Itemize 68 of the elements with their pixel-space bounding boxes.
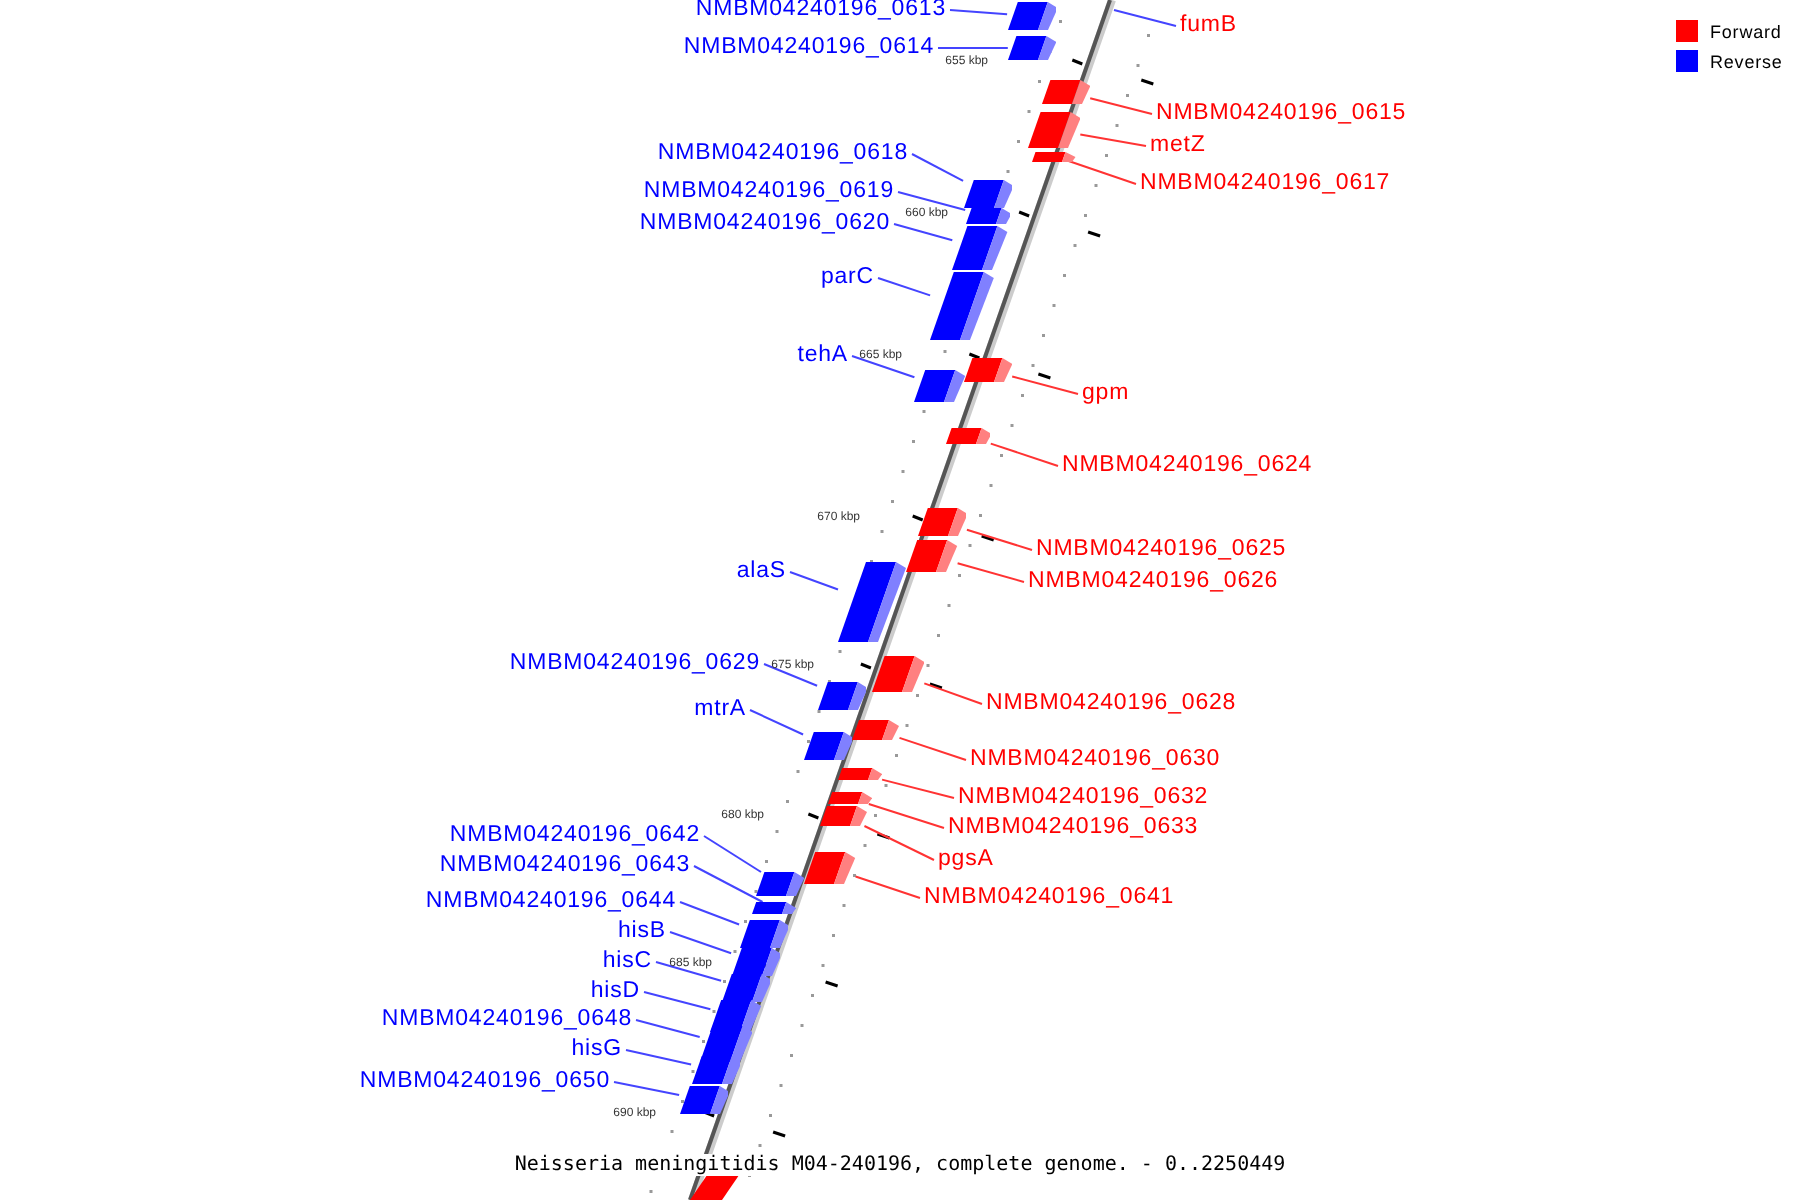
leader-line [898, 736, 967, 761]
leader-line [937, 47, 1009, 49]
leader-line [763, 663, 819, 687]
gene-label: parC [820, 265, 874, 291]
leader-line [693, 865, 764, 903]
gene-label: NMBM04240196_0626 [1028, 569, 1279, 595]
leader-line [1067, 160, 1137, 185]
genome-title: Neisseria meningitidis M04-240196, complete genome. - 0..2250449 [510, 1154, 1290, 1176]
gene-label: NMBM04240196_0618 [657, 141, 908, 167]
gene-label: NMBM04240196_0641 [924, 885, 1175, 911]
gene-label: pgsA [938, 847, 994, 873]
leader-line [877, 277, 932, 297]
gene-label: NMBM04240196_0642 [449, 823, 700, 849]
gene-label: NMBM04240196_0643 [439, 853, 690, 879]
leader-line [1079, 133, 1147, 147]
gene-label: hisC [602, 949, 652, 975]
leader-line [854, 875, 921, 899]
gene-label: gpm [1082, 381, 1130, 407]
leader-line [643, 991, 712, 1011]
legend-label: Forward [1710, 21, 1782, 41]
gene-label: tehA [797, 343, 848, 369]
leader-line [789, 571, 839, 591]
gene-label: NMBM04240196_0628 [986, 691, 1237, 717]
leader-line [965, 528, 1033, 551]
leader-line [949, 9, 1009, 16]
gene-label: NMBM04240196_0632 [958, 785, 1209, 811]
leader-line [956, 562, 1025, 583]
leader-line [669, 931, 733, 955]
gene-label: NMBM04240196_0617 [1140, 171, 1391, 197]
gene-label: NMBM04240196_0630 [970, 747, 1221, 773]
leader-line [1089, 97, 1153, 115]
gene-label: hisD [590, 979, 640, 1005]
gene-label: NMBM04240196_0614 [683, 35, 934, 61]
leader-line [851, 355, 916, 379]
leader-line [897, 191, 967, 211]
gene-label: NMBM04240196_0644 [425, 889, 676, 915]
leader-line [625, 1049, 693, 1066]
leader-line [655, 961, 723, 982]
gene-label: hisB [618, 919, 666, 945]
gene-label: alaS [736, 559, 786, 585]
leader-line [867, 803, 945, 829]
gene-label: NMBM04240196_0620 [639, 211, 890, 237]
gene-label: NMBM04240196_0619 [643, 179, 894, 205]
gene-label: NMBM04240196_0650 [359, 1069, 610, 1095]
leader-line [679, 901, 741, 926]
leader-line [1113, 9, 1177, 27]
gene-label: hisG [571, 1037, 622, 1063]
gene-label: mtrA [694, 697, 746, 723]
leader-line [911, 153, 965, 182]
legend-label: Reverse [1710, 51, 1783, 71]
leader-line [923, 682, 983, 705]
leader-line [1011, 375, 1079, 395]
gene-label: fumB [1180, 13, 1237, 39]
leader-line [893, 223, 954, 242]
leader-line [703, 835, 762, 873]
leader-line [635, 1019, 701, 1038]
gene-label: NMBM04240196_0624 [1062, 453, 1313, 479]
gene-label: NMBM04240196_0625 [1036, 537, 1287, 563]
leader-line [863, 825, 935, 861]
leader-line [613, 1081, 681, 1096]
leader-line [989, 442, 1059, 467]
gene-label: NMBM04240196_0648 [381, 1007, 632, 1033]
gene-label: metZ [1150, 133, 1206, 159]
gene-label: NMBM04240196_0615 [1156, 101, 1407, 127]
gene-label: NMBM04240196_0629 [509, 651, 760, 677]
leader-line [881, 778, 955, 799]
gene-label: NMBM04240196_0633 [948, 815, 1199, 841]
leader-line [749, 709, 805, 736]
